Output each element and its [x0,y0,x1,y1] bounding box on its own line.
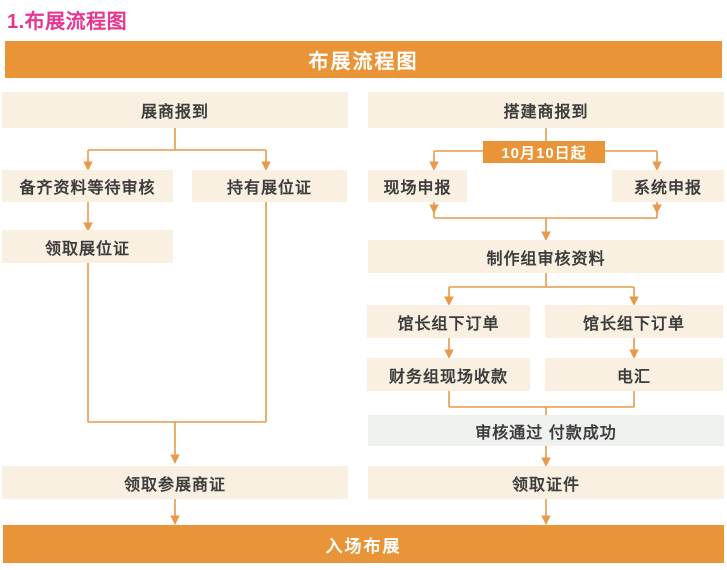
node-curator-order-right: 馆长组下订单 [545,305,723,338]
node-curator-order-left: 馆长组下订单 [367,305,530,338]
node-builder-checkin: 搭建商报到 [368,92,724,128]
node-system-declare: 系统申报 [612,170,724,202]
node-prepare-materials: 备齐资料等待审核 [2,170,173,202]
node-production-review: 制作组审核资料 [368,240,724,273]
node-get-booth-cert: 领取展位证 [2,230,173,263]
header-bar: 布展流程图 [5,41,722,78]
node-get-exhibitor-cert: 领取参展商证 [2,466,348,499]
node-get-credentials: 领取证件 [368,466,724,499]
footer-bar-entry-setup: 入场布展 [3,525,724,563]
date-badge: 10月10日起 [483,141,605,163]
node-exhibitor-checkin: 展商报到 [2,92,348,128]
page-title: 1.布展流程图 [7,11,128,33]
node-hold-booth-cert: 持有展位证 [192,170,347,202]
node-wire-transfer: 电汇 [545,358,723,391]
node-finance-collect: 财务组现场收款 [367,358,530,391]
header-title: 布展流程图 [308,51,419,73]
node-review-passed: 审核通过 付款成功 [368,415,724,446]
node-onsite-declare: 现场申报 [368,170,467,202]
